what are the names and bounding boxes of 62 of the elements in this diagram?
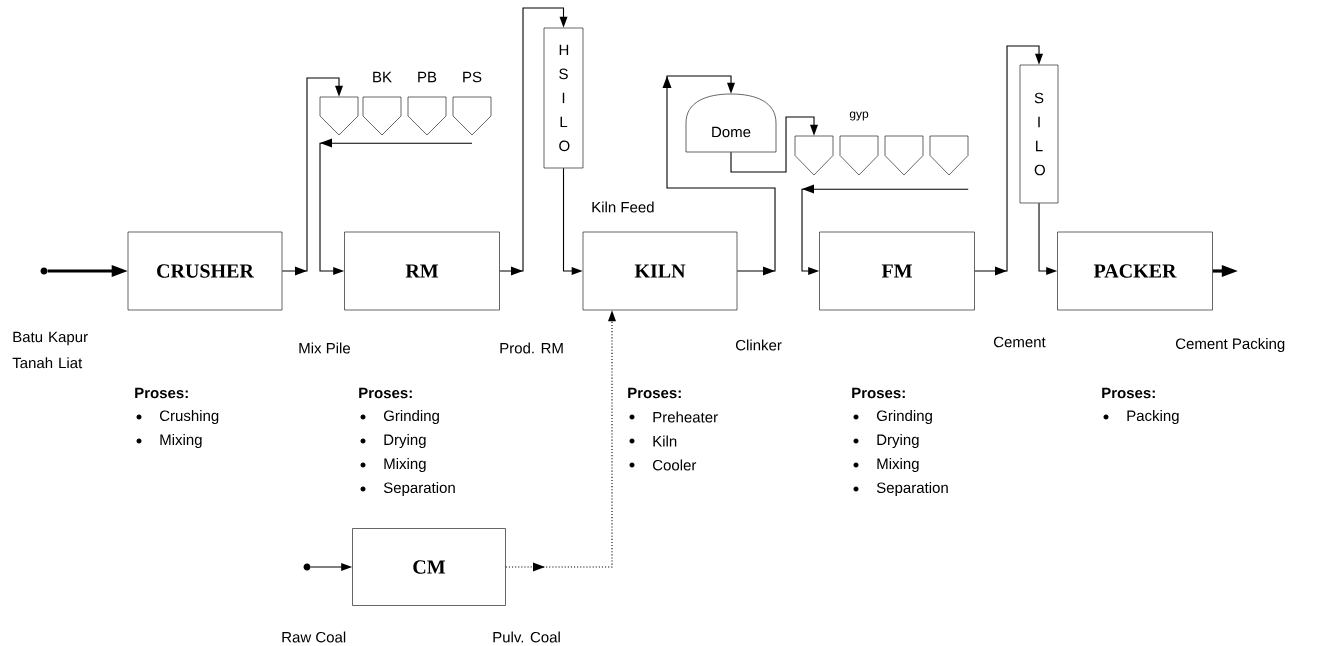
hopper: PS <box>452 71 492 136</box>
list-item: Mixing <box>360 458 426 472</box>
stream-label: Pulv. Coal <box>493 631 560 643</box>
stream-label: Raw Coal <box>282 631 346 643</box>
list-item: Separation <box>360 482 455 496</box>
list-item: Drying <box>360 434 426 448</box>
node-label: PS <box>463 71 482 83</box>
list-item: Grinding <box>360 410 439 424</box>
process-box: CM <box>352 528 506 606</box>
process-box: FM <box>819 231 975 311</box>
arrow <box>281 77 343 276</box>
stream-label: Kiln Feed <box>592 201 654 213</box>
list-heading: Proses: <box>852 387 905 399</box>
arrow <box>499 7 568 276</box>
list-item: Mixing <box>136 434 202 448</box>
arrow <box>562 167 583 275</box>
arrow <box>310 563 353 571</box>
silo: H S I L O <box>543 27 584 169</box>
hopper <box>319 96 359 136</box>
dome-storage: Dome <box>685 93 777 153</box>
stream-label: Cement <box>994 336 1046 348</box>
list-heading: Proses: <box>628 387 681 399</box>
process-box: CRUSHER <box>127 231 283 311</box>
list-item: Separation <box>853 482 948 496</box>
arrow <box>730 116 818 173</box>
stream-label: Prod. RM <box>500 342 563 354</box>
hopper <box>884 135 924 176</box>
stream-label: Cement Packing <box>1176 338 1285 352</box>
arrow <box>1038 202 1058 275</box>
arrow <box>319 138 473 275</box>
hopper <box>794 135 834 176</box>
list-heading: Proses: <box>135 387 188 399</box>
list-item: Grinding <box>853 410 932 424</box>
list-heading: Proses: <box>359 387 412 399</box>
list-item: Cooler <box>629 459 697 471</box>
list-item: Kiln <box>629 435 677 447</box>
list-item: Packing <box>1103 410 1179 424</box>
list-heading: Proses: <box>1102 387 1155 399</box>
hopper: PB <box>407 71 447 136</box>
stream-label: Batu Kapur Tanah Liat <box>12 331 88 369</box>
arrow <box>974 45 1043 276</box>
process-box: KILN <box>582 231 738 311</box>
arrow <box>505 310 616 572</box>
node-label: PB <box>418 71 437 83</box>
hopper: BK <box>362 71 402 136</box>
arrow <box>801 184 969 275</box>
stream-label: Clinker <box>736 339 782 351</box>
node-label: BK <box>373 71 392 83</box>
arrow <box>1212 265 1238 277</box>
list-item: Crushing <box>136 410 219 424</box>
arrow <box>47 265 128 277</box>
list-item: Mixing <box>853 458 919 472</box>
process-box: RM <box>344 231 500 311</box>
stream-label: Mix Pile <box>299 342 350 354</box>
process-box: PACKER <box>1057 231 1213 311</box>
list-item: Drying <box>853 434 919 448</box>
hopper <box>929 135 969 176</box>
list-item: Preheater <box>629 411 718 423</box>
silo: S I L O <box>1019 64 1059 204</box>
arrow <box>662 75 776 276</box>
node-label: gyp <box>849 111 869 121</box>
hopper: gyp <box>839 111 879 176</box>
